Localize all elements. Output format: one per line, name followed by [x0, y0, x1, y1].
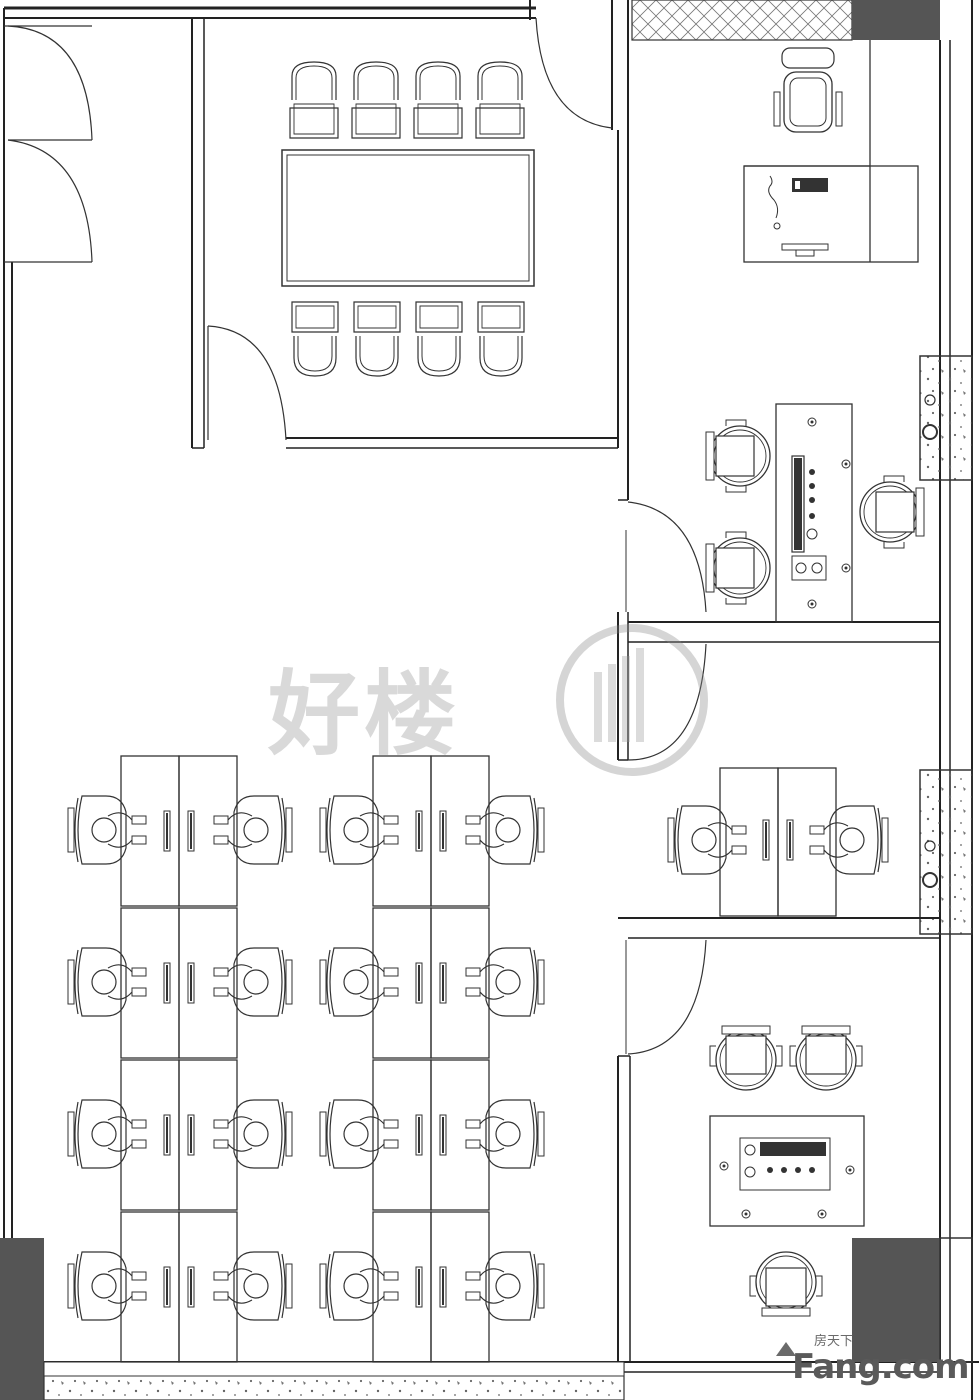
- monitor-icon: [792, 178, 828, 192]
- watermark-logo-icon: [556, 624, 708, 776]
- person-seated-icon: [319, 1251, 399, 1321]
- chair-icon: [859, 475, 925, 549]
- chair-icon: [351, 61, 401, 139]
- person-seated-icon: [465, 1251, 545, 1321]
- structure-speckle: [919, 355, 973, 481]
- person-seated-icon: [465, 795, 545, 865]
- person-seated-icon: [319, 1099, 399, 1169]
- outlet-icon: [741, 1209, 751, 1219]
- person-seated-icon: [667, 805, 747, 875]
- chair-icon: [415, 301, 463, 377]
- chair-icon: [475, 61, 525, 139]
- chair-icon: [289, 61, 339, 139]
- outlet-icon: [807, 417, 817, 427]
- column: [0, 1238, 44, 1400]
- entry-door: [4, 25, 93, 263]
- column: [939, 1237, 973, 1363]
- person-seated-icon: [465, 1099, 545, 1169]
- desk: [777, 767, 837, 917]
- meeting-table: [281, 149, 535, 287]
- chair-icon: [705, 531, 771, 605]
- chair-icon: [749, 1251, 823, 1317]
- chair-icon: [413, 61, 463, 139]
- person-seated-icon: [67, 795, 147, 865]
- person-seated-icon: [319, 795, 399, 865]
- person-seated-icon: [319, 947, 399, 1017]
- meeting-room: [191, 17, 619, 449]
- structure-speckle: [919, 769, 973, 935]
- chair-icon: [705, 419, 771, 493]
- outlet-icon: [841, 459, 851, 469]
- outlet-icon: [817, 1209, 827, 1219]
- column: [852, 1238, 940, 1362]
- chair-icon: [789, 1025, 863, 1091]
- outlet-icon: [845, 1165, 855, 1175]
- desk: [709, 1115, 865, 1227]
- window-band: [631, 0, 853, 41]
- chair-icon: [353, 301, 401, 377]
- column: [852, 0, 940, 40]
- chair-icon: [291, 301, 339, 377]
- outlet-icon: [719, 1161, 729, 1171]
- monitor-icon: [791, 455, 805, 553]
- chair-icon: [477, 301, 525, 377]
- workstation-cluster-right: [319, 756, 545, 1362]
- person-seated-icon: [809, 805, 889, 875]
- executive-office: [743, 40, 919, 263]
- small-office: [709, 1025, 865, 1317]
- chair-icon: [709, 1025, 783, 1091]
- person-seated-icon: [213, 795, 293, 865]
- person-seated-icon: [67, 947, 147, 1017]
- two-person-office: [667, 767, 889, 917]
- workstation-cluster-left: [67, 756, 293, 1362]
- person-seated-icon: [67, 1251, 147, 1321]
- brand-logo-icon: [776, 1342, 796, 1356]
- person-seated-icon: [465, 947, 545, 1017]
- manager-room: [705, 403, 925, 623]
- person-seated-icon: [213, 1099, 293, 1169]
- person-seated-icon: [213, 1251, 293, 1321]
- person-seated-icon: [213, 947, 293, 1017]
- executive-desk: [743, 165, 919, 263]
- person-seated-icon: [67, 1099, 147, 1169]
- manager-desk: [775, 403, 853, 623]
- outlet-icon: [807, 599, 817, 609]
- outlet-icon: [841, 563, 851, 573]
- monitor-icon: [760, 1142, 826, 1156]
- right-partition: [617, 0, 940, 1362]
